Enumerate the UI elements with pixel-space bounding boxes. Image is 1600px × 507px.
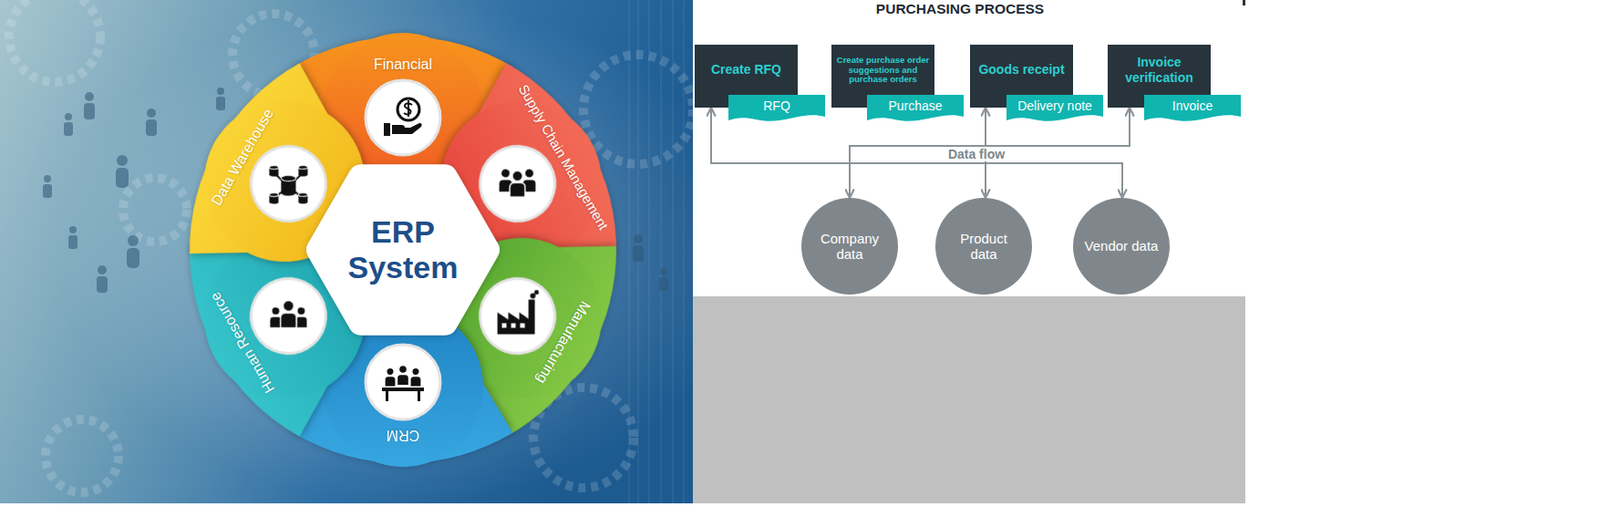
data-store-circle: Company data xyxy=(801,197,899,295)
data-store-circle: Product data xyxy=(935,197,1033,295)
backdrop-glow xyxy=(0,0,693,504)
document-tab: Purchase xyxy=(867,94,964,124)
panel-edge-mark xyxy=(1242,0,1246,6)
process-panel xyxy=(692,0,1246,297)
document-tab: RFQ xyxy=(728,94,826,124)
step-label: Create purchase order suggestions and pu… xyxy=(834,55,932,84)
diagram-title: PURCHASING PROCESS xyxy=(876,0,1044,18)
data-store-circle: Vendor data xyxy=(1073,197,1170,295)
document-label: RFQ xyxy=(728,94,826,114)
document-label: Delivery note xyxy=(1006,94,1104,114)
document-tab: Invoice xyxy=(1144,94,1241,124)
data-store-label: Product data xyxy=(945,230,1022,263)
document-label: Purchase xyxy=(867,94,964,114)
step-label: Create RFQ xyxy=(711,61,782,77)
data-flow-connector xyxy=(849,107,1130,198)
erp-hub: ERP System xyxy=(300,147,506,352)
scan-lines xyxy=(629,0,684,504)
gear-shapes xyxy=(9,0,693,493)
step-label: Invoice verification xyxy=(1111,54,1208,84)
document-label: Invoice xyxy=(1144,94,1241,114)
hub-label: ERP System xyxy=(334,214,472,286)
data-flow-connector xyxy=(711,107,1123,198)
tech-backdrop xyxy=(0,0,693,504)
flow-label: Data flow xyxy=(944,146,1009,162)
document-tab: Delivery note xyxy=(1006,94,1104,124)
grey-band xyxy=(692,296,1246,504)
data-store-label: Company data xyxy=(811,230,888,263)
data-store-label: Vendor data xyxy=(1084,237,1159,254)
step-label: Goods receipt xyxy=(978,61,1064,77)
